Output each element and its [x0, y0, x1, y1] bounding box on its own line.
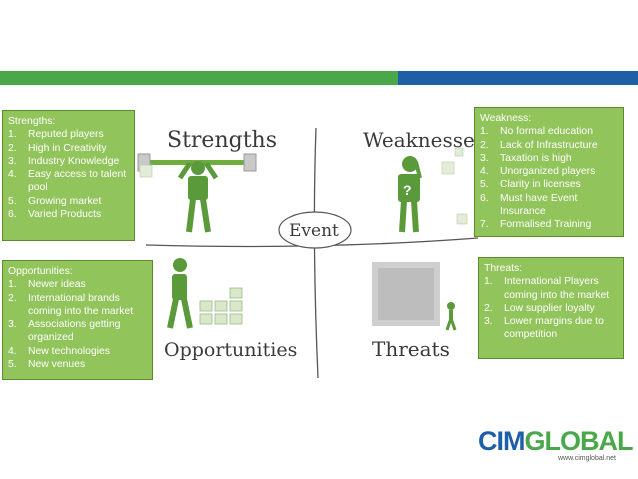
- list-item: Lack of Infrastructure: [480, 139, 598, 153]
- quadrant-label-threats: Threats: [372, 337, 450, 361]
- list-item: Associations getting organized: [8, 318, 121, 344]
- svg-text:?: ?: [403, 182, 412, 198]
- weakness-list: No formal education Lack of Infrastructu…: [480, 125, 619, 232]
- list-item: Formalised Training: [480, 218, 592, 232]
- header-color-bar: [0, 71, 638, 85]
- list-item: Low supplier loyalty: [484, 302, 595, 316]
- list-item: Easy access to talent pool: [8, 168, 127, 194]
- list-item: Industry Knowledge: [8, 155, 120, 169]
- header-bar-green: [0, 71, 398, 85]
- center-label-event: Event: [289, 221, 339, 241]
- logo-wordmark: CIMGLOBAL: [478, 426, 634, 456]
- weakness-title: Weakness:: [480, 113, 532, 124]
- quadrant-label-opportunities: Opportunities: [164, 339, 297, 361]
- list-item: Must have Event Insurance: [480, 192, 578, 218]
- quadrant-label-weaknesses: Weaknesses: [363, 128, 485, 152]
- header-bar-blue: [398, 71, 638, 85]
- threats-list: International Players coming into the ma…: [484, 275, 619, 341]
- strengths-box: Strengths: Reputed players High in Creat…: [2, 110, 135, 241]
- list-item: High in Creativity: [8, 142, 107, 156]
- list-item: Varied Products: [8, 208, 102, 222]
- opportunities-list: Newer ideas International brands coming …: [8, 278, 148, 371]
- list-item: International brands coming into the mar…: [8, 292, 134, 317]
- thinking-man-icon: ?: [398, 156, 422, 233]
- strengths-list: Reputed players High in Creativity Indus…: [8, 128, 130, 221]
- strengths-title: Strengths:: [8, 116, 56, 127]
- strongman-icon: [137, 153, 257, 233]
- list-item: No formal education: [480, 125, 593, 139]
- opportunities-title: Opportunities:: [8, 266, 73, 277]
- quadrant-label-strengths: Strengths: [167, 128, 277, 153]
- event-oval: [278, 211, 352, 249]
- storm-icon: [372, 262, 457, 331]
- decorative-blocks: [139, 147, 468, 225]
- list-item: New technologies: [8, 345, 111, 359]
- logo-part-cim: CIM: [478, 426, 525, 456]
- list-item: International Players coming into the ma…: [484, 275, 610, 301]
- growth-steps-icon: [167, 258, 243, 329]
- list-item: Clarity in licenses: [480, 178, 581, 192]
- weakness-box: Weakness: No formal education Lack of In…: [474, 107, 624, 237]
- list-item: Lower margins due to competition: [484, 315, 604, 341]
- cimglobal-logo: CIMGLOBAL www.cimglobal.net: [478, 426, 634, 466]
- opportunities-box: Opportunities: Newer ideas International…: [2, 260, 153, 380]
- list-item: Taxation is high: [480, 152, 572, 166]
- threats-box: Threats: International Players coming in…: [478, 257, 624, 359]
- logo-url: www.cimglobal.net: [558, 455, 616, 462]
- list-item: Growing market: [8, 195, 102, 209]
- list-item: Unorganized players: [480, 165, 596, 179]
- list-item: New venues: [8, 358, 86, 372]
- list-item: Reputed players: [8, 128, 104, 142]
- divider-vertical: [313, 127, 319, 379]
- list-item: Newer ideas: [8, 278, 86, 292]
- logo-part-global: GLOBAL: [524, 426, 634, 456]
- threats-title: Threats:: [484, 263, 523, 274]
